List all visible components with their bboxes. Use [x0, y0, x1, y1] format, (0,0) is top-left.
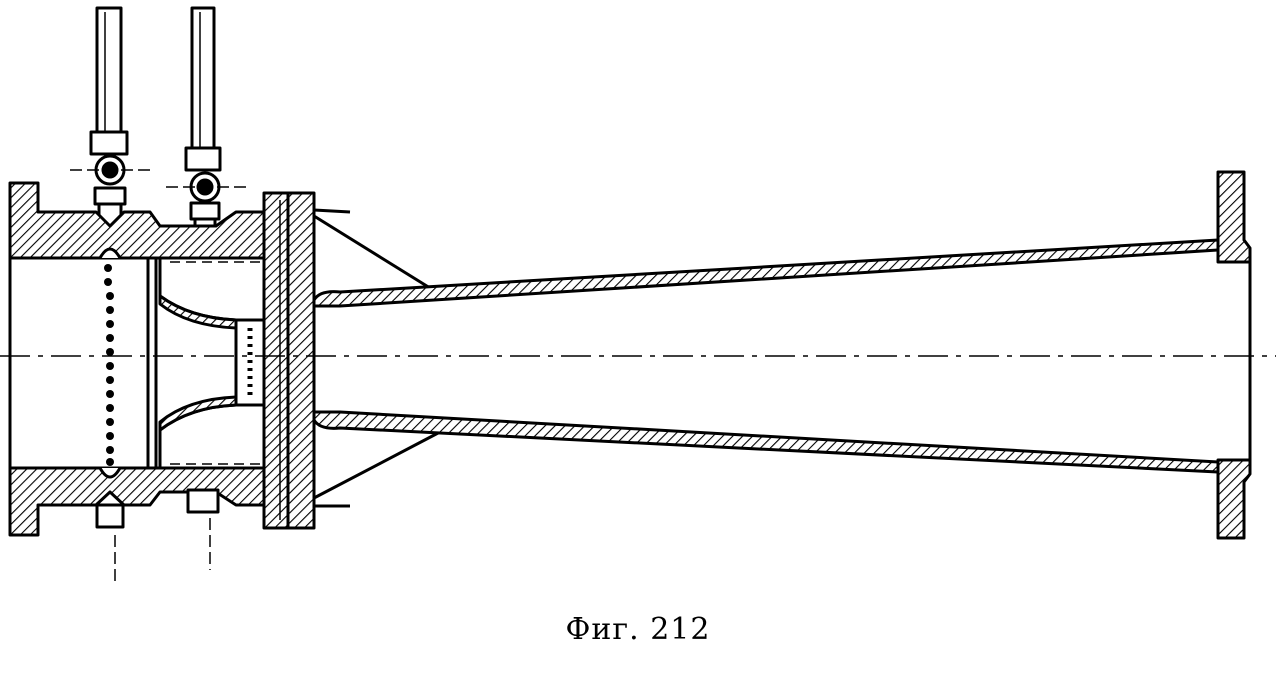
pressure-tube-left: [70, 6, 150, 228]
throat-flange: [262, 191, 316, 530]
pressure-tube-right: [166, 6, 246, 241]
figure-caption: Фиг. 212: [565, 612, 711, 647]
support-ribs: [313, 208, 441, 508]
diverging-diffuser: [312, 238, 1220, 474]
outlet-flange: [1216, 170, 1252, 540]
converging-nozzle: [158, 256, 272, 470]
inlet-flange-body: [8, 181, 266, 585]
perforated-screen: [104, 258, 158, 468]
